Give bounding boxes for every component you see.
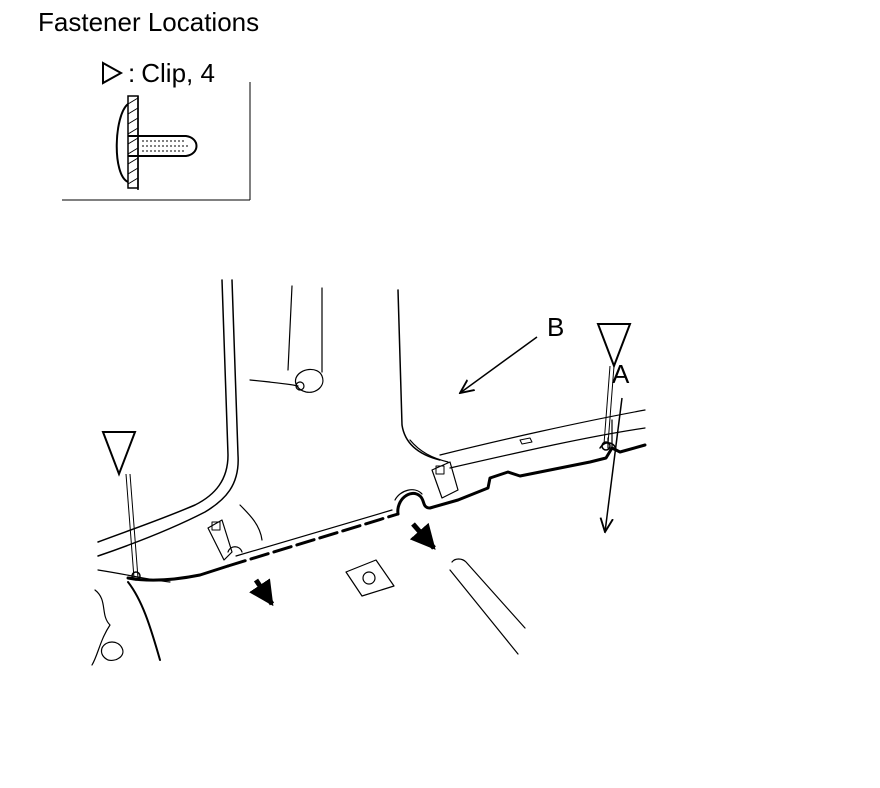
view-arrow-a [605,397,623,532]
clip-triangle-icon [102,61,124,85]
legend-separator: : [128,58,136,88]
callout-a-label: A [612,359,630,389]
legend-entry: : Clip, 4 [100,58,215,88]
clip-marker-right [596,323,632,451]
diagram-title: Fastener Locations [38,7,260,37]
removal-arrow-left [249,578,275,607]
legend-text: Clip, 4 [141,58,215,88]
removal-arrow-center [409,522,436,550]
door-opening-illustration [91,279,647,666]
clip-marker-left [101,431,141,581]
clip-detail-inset [62,82,251,201]
view-arrow-b [460,336,538,393]
callout-b-label: B [547,312,565,342]
